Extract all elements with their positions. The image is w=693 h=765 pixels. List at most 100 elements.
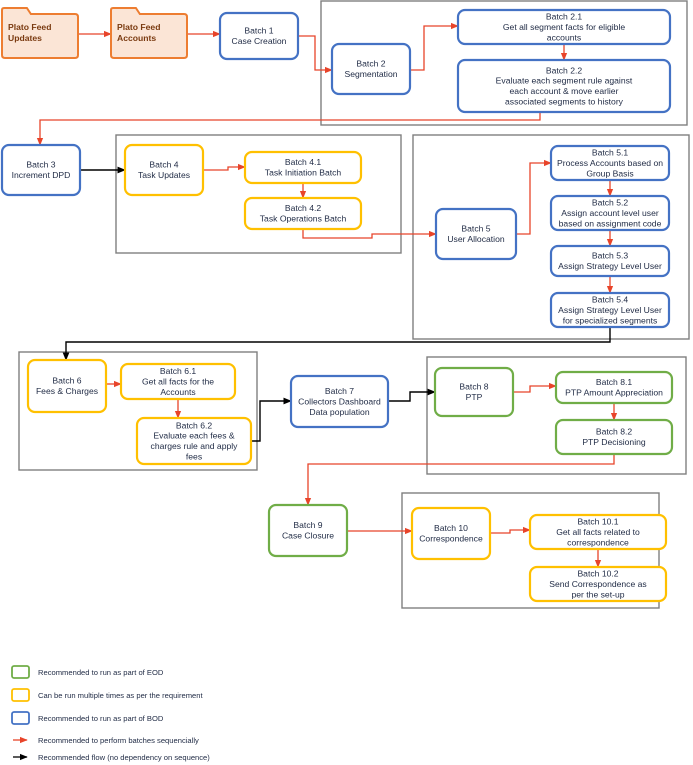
batch-number-label: Batch 8.2	[596, 427, 633, 437]
batch-description-label: Task Initiation Batch	[265, 168, 342, 178]
batch-description-label: PTP Amount Appreciation	[565, 388, 663, 398]
batch-description-label: Task Operations Batch	[260, 214, 347, 224]
batch-description-label: PTP Decisioning	[582, 437, 646, 447]
batch-description-label: User Allocation	[447, 234, 505, 244]
batch-node-box	[330, 42, 412, 96]
batch-number-label: Batch 6.2	[176, 420, 213, 430]
folder-label: Accounts	[117, 33, 156, 43]
batch-node-box	[554, 370, 674, 405]
batch-group-frame	[412, 134, 690, 340]
batch-description-label: based on assignment code	[559, 218, 662, 228]
batch-number-label: Batch 4	[149, 160, 178, 170]
batch-description-label: Assign Strategy Level User	[558, 305, 662, 315]
batch-number-label: Batch 3	[26, 160, 55, 170]
batch-node-box	[135, 416, 253, 466]
batch-node-box	[0, 143, 82, 197]
batch-node-box	[243, 196, 363, 231]
batch-number-label: Batch 2	[356, 59, 385, 69]
batch-number-label: Batch 4.2	[285, 203, 322, 213]
batch-description-label: correspondence	[567, 537, 629, 547]
batch-number-label: Batch 4.1	[285, 157, 322, 167]
batch-number-label: Batch 6.1	[160, 366, 197, 376]
batch-description-label: accounts	[547, 32, 581, 42]
legend-swatch	[11, 688, 30, 702]
edge-b4-2-to-b5	[302, 229, 437, 239]
batch-description-label: Task Updates	[138, 170, 190, 180]
batch-number-label: Batch 10.1	[577, 517, 618, 527]
batch-description-label: Get all facts for the	[142, 376, 214, 386]
batch-number-label: Batch 2.1	[546, 12, 583, 22]
edge-b5-to-b5-1	[516, 159, 552, 235]
batch-number-label: Batch 5.2	[592, 198, 629, 208]
batch-node-box	[289, 374, 390, 429]
edge-b2-2-to-b3	[36, 112, 541, 146]
batch-group-frame	[18, 351, 258, 471]
folder-label: Updates	[8, 33, 42, 43]
batch-number-label: Batch 5.1	[592, 148, 629, 158]
batch-description-label: Group Basis	[586, 168, 633, 178]
batch-number-label: Batch 10	[434, 523, 468, 533]
legend-label: Recommended flow (no dependency on seque…	[38, 753, 210, 762]
batch-description-label: Evaluate each segment rule against	[496, 76, 633, 86]
batch-description-label: Increment DPD	[12, 170, 71, 180]
legend-item-multi: Can be run multiple times as per the req…	[11, 688, 204, 702]
batch-node-box	[549, 244, 671, 278]
edge-b6-2-to-b7	[251, 397, 292, 442]
batch-node-box	[528, 565, 668, 603]
edge-b2-to-b2-1	[410, 22, 459, 71]
edge-b10-to-b10-1	[490, 526, 531, 534]
legend-item-flow: Recommended flow (no dependency on seque…	[13, 753, 210, 762]
batch-description-label: Case Creation	[232, 36, 287, 46]
edge-b1-to-b2	[298, 35, 333, 74]
batch-node-box	[123, 143, 205, 197]
batch-description-label: Data population	[309, 407, 369, 417]
batch-description-label: PTP	[466, 392, 483, 402]
legend-swatch	[11, 665, 30, 679]
legend-label: Recommended to perform batches sequencia…	[38, 736, 199, 745]
legend-label: Recommended to run as part of EOD	[38, 668, 164, 677]
batch-description-label: Get all facts related to	[556, 527, 640, 537]
folder-icon	[1, 7, 79, 59]
edge-b8-to-b8-1	[513, 382, 557, 393]
batch-number-label: Batch 7	[325, 386, 354, 396]
batch-description-label: Send Correspondence as	[549, 579, 646, 589]
batch-description-label: Assign Strategy Level User	[558, 261, 662, 271]
batch-node-box	[433, 366, 515, 418]
batch-group-frame	[115, 134, 402, 254]
edge-b5-4-to-b6	[62, 327, 611, 361]
legend-label: Can be run multiple times as per the req…	[38, 691, 204, 700]
batch-description-label: Correspondence	[419, 534, 483, 544]
batch-number-label: Batch 9	[293, 520, 322, 530]
legend-item-bod: Recommended to run as part of BOD	[11, 711, 164, 725]
batch-node-box	[456, 58, 672, 114]
batch-node-box	[528, 513, 668, 551]
batch-node-box	[26, 358, 108, 414]
batch-node-box	[218, 11, 300, 61]
batch-description-label: associated segments to history	[505, 97, 624, 107]
batch-number-label: Batch 8	[459, 382, 488, 392]
batch-description-label: Fees & Charges	[36, 386, 98, 396]
batch-node-box	[434, 207, 518, 261]
batch-group-frame	[401, 492, 660, 609]
batch-group-frame	[320, 0, 688, 126]
legend-item-eod: Recommended to run as part of EOD	[11, 665, 164, 679]
batch-node-box	[267, 503, 349, 558]
batch-description-label: Case Closure	[282, 531, 334, 541]
